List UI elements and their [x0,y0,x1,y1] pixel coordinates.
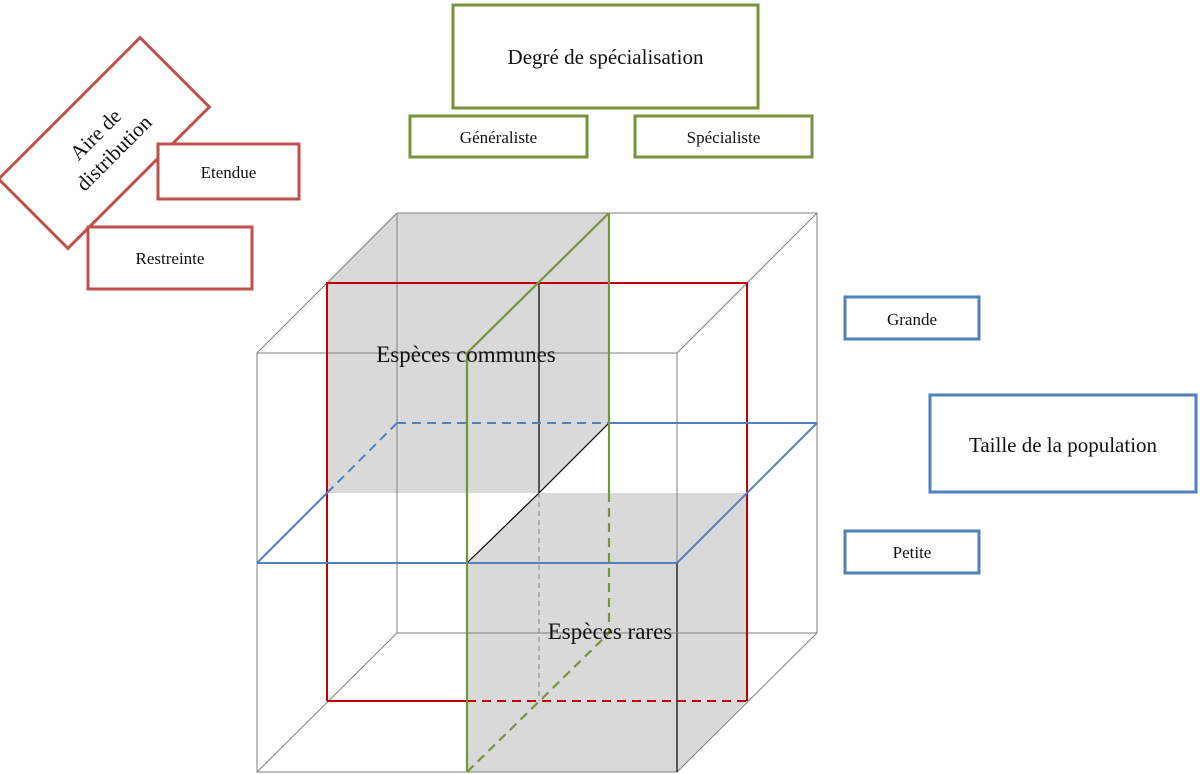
distribution-legend: Aire de distribution Etendue Restreinte [0,35,301,291]
specialisation-title-box [451,3,760,110]
population-plane-edge [256,492,328,564]
wide-distribution-label: Etendue [201,163,257,182]
inner-edge [538,422,610,494]
cube-edge [676,632,818,773]
population-plane-edge [676,422,818,564]
specialist-box [633,114,814,159]
narrow-distribution-box [86,225,254,291]
generalist-label: Généraliste [460,128,537,147]
common-species-label: Espèces communes [376,342,556,367]
specialist-label: Spécialiste [687,128,761,147]
shaded-regions [327,213,747,772]
large-population-label: Grande [887,310,937,329]
rare-species-front-face [467,563,677,772]
population-plane-hidden-edge [326,422,398,494]
large-population-box [843,295,981,341]
small-population-label: Petite [893,543,932,562]
population-title: Taille de la population [969,433,1158,457]
inner-edge [466,492,540,564]
population-title-box [928,393,1198,494]
distribution-title-box [0,35,212,251]
narrow-distribution-label: Restreinte [136,249,205,268]
generalist-box [408,114,589,159]
specialisation-plane [465,212,611,773]
specialisation-legend: Degré de spécialisation Généraliste Spéc… [408,3,814,159]
rare-species-label: Espèces rares [548,619,673,644]
specialisation-plane-edge [466,212,610,354]
specialisation-title: Degré de spécialisation [508,45,704,69]
cube-edge [256,632,398,773]
hidden-edges [396,213,817,701]
specialisation-plane-hidden-edge [466,632,610,773]
population-legend: Grande Taille de la population Petite [843,295,1198,575]
wide-distribution-box [156,142,301,201]
small-population-box [843,529,981,575]
